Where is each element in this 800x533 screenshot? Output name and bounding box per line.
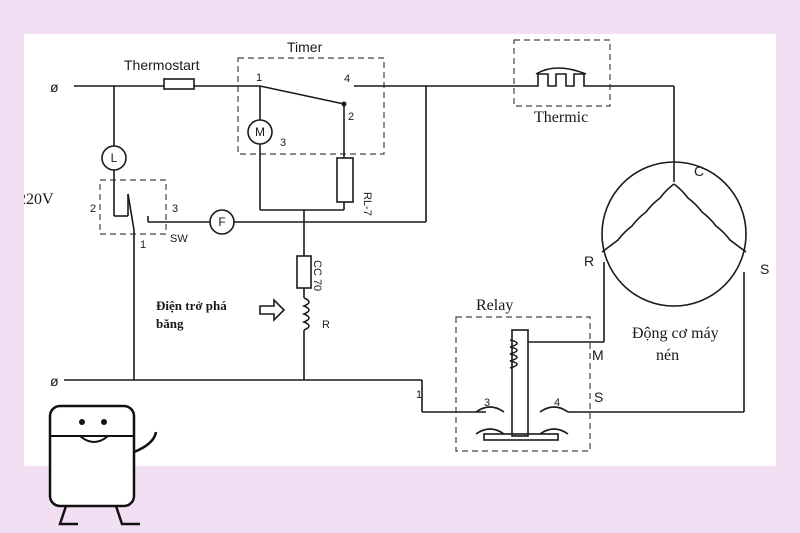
fan-symbol <box>209 209 235 235</box>
timer-switch-blade <box>259 85 345 105</box>
relay-coil <box>509 339 518 369</box>
thermostart-element <box>163 78 195 90</box>
relay-box <box>455 316 591 452</box>
relay-plunger <box>511 329 529 437</box>
compressor-run-winding <box>601 183 675 253</box>
rl7-resistor <box>336 157 354 203</box>
sw-terminal-1: 1 <box>140 239 146 251</box>
relay-terminal-1: 1 <box>416 389 422 401</box>
sw-terminal-2: 2 <box>90 203 96 215</box>
relay-terminal-3: 3 <box>484 397 490 409</box>
compressor-motor <box>601 161 747 307</box>
fridge-mascot-icon <box>48 404 158 526</box>
fan-label: F <box>218 215 225 229</box>
timer-box <box>237 57 385 155</box>
motor-name-line2: nén <box>656 347 679 364</box>
motor-name-line1: Động cơ máy <box>632 325 719 342</box>
sw-terminal-3: 3 <box>172 203 178 215</box>
relay-base <box>483 433 559 441</box>
thermic-label: Thermic <box>534 109 588 126</box>
relay-terminal-4: 4 <box>554 397 560 409</box>
relay-s-label: S <box>594 389 603 405</box>
timer-terminal-4: 4 <box>344 73 350 85</box>
relay-m-label: M <box>592 347 604 363</box>
voltage-label: 220V <box>24 191 54 208</box>
timer-label: Timer <box>287 39 323 55</box>
comp-r-label: R <box>584 253 594 269</box>
neutral-symbol: ø <box>50 373 59 389</box>
rl7-label: RL-7 <box>361 192 373 216</box>
timer-motor-label: M <box>255 125 265 139</box>
comp-c-label: C <box>694 163 704 179</box>
thermic-box <box>513 39 611 107</box>
defrost-label-line2: băng <box>156 316 184 331</box>
relay-label: Relay <box>476 297 513 314</box>
thermostart-label: Thermostart <box>124 57 200 73</box>
phase-symbol: ø <box>50 79 59 95</box>
lamp-label: L <box>111 151 118 165</box>
timer-terminal-1: 1 <box>256 72 262 84</box>
sw-label: SW <box>170 233 188 245</box>
thermic-element <box>526 73 596 87</box>
comp-s-label: S <box>760 261 769 277</box>
compressor-start-winding <box>673 183 747 253</box>
switch-box <box>99 179 167 235</box>
timer-terminal-2: 2 <box>348 111 354 123</box>
r-label: R <box>322 319 330 331</box>
defrost-label-line1: Điện trở phá <box>156 298 227 313</box>
timer-motor-symbol <box>247 119 273 145</box>
defrost-heater-coil <box>301 297 310 331</box>
diagram-canvas: M L F Thermostart Timer Thermic 220V ø ø… <box>24 34 776 466</box>
timer-terminal-3: 3 <box>280 137 286 149</box>
defrost-arrow-icon <box>259 298 286 322</box>
cc70-fuse <box>296 255 312 289</box>
wiring-diagram: M L F Thermostart Timer Thermic 220V ø ø… <box>24 39 769 452</box>
cc70-label: CC 70 <box>311 260 323 291</box>
sw-contact <box>127 193 135 231</box>
